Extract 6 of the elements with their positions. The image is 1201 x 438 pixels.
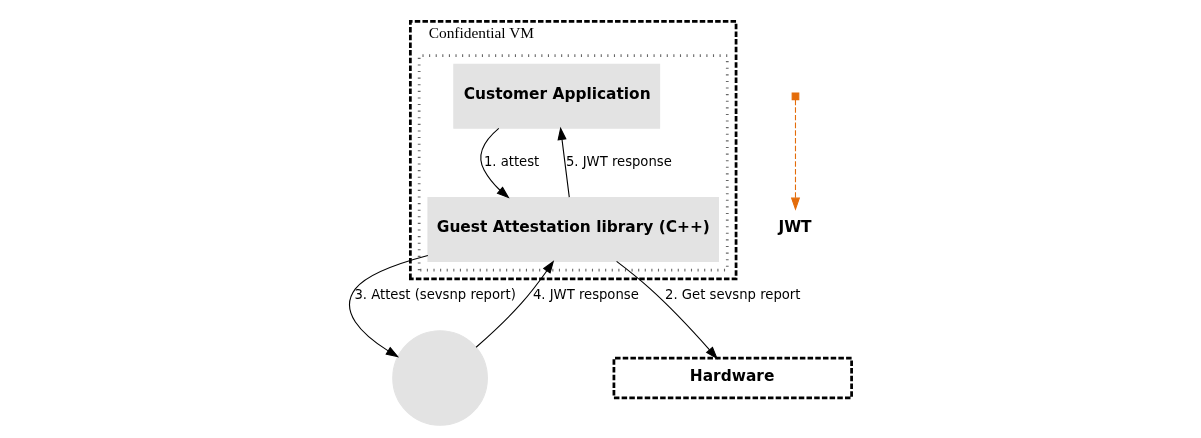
node-text: JWT (778, 218, 812, 237)
edge-label: 1. attest (483, 154, 540, 170)
edge-label: 5. JWT response (565, 154, 672, 170)
edge-label: 4. JWT response (532, 287, 639, 303)
edge-label: 2. Get sevsnp report (665, 287, 801, 303)
edge-label: 3. Attest (sevsnp report) (354, 287, 516, 303)
